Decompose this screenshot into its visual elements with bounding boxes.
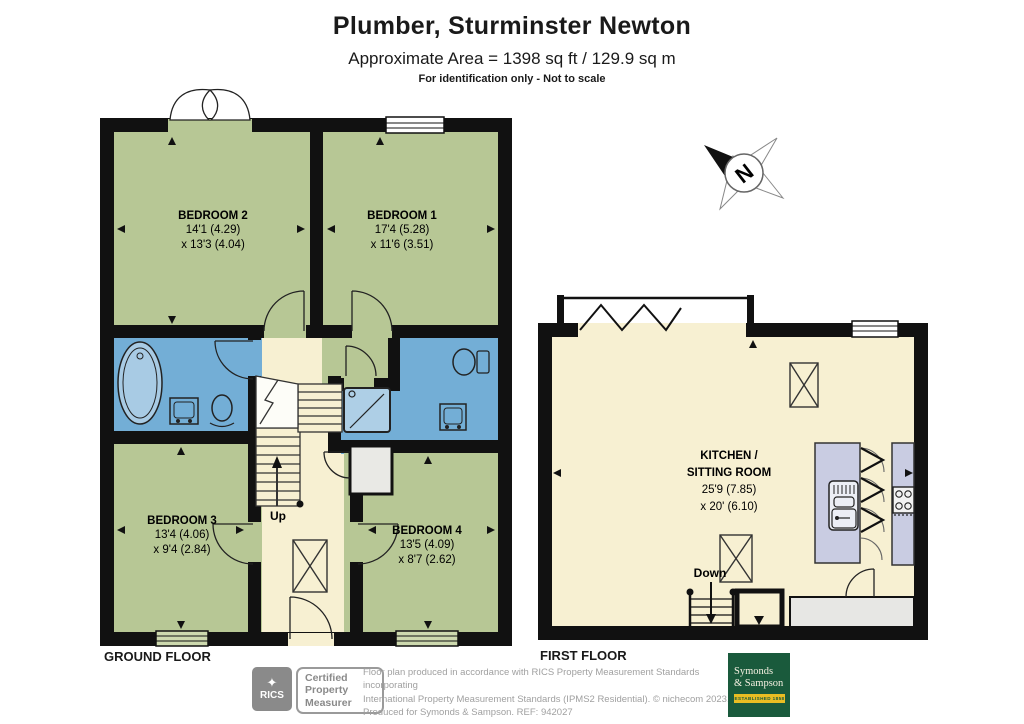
bathtub-icon (117, 341, 163, 425)
bedroom4-door-icon (357, 523, 399, 565)
ground-floor-label: GROUND FLOOR (104, 649, 211, 664)
disclaimer-line-3: Produced for Symonds & Sampson. REF: 942… (363, 706, 573, 718)
bedroom1-door-icon (351, 290, 393, 332)
agent-established-banner: ESTABLISHED 1858 (734, 694, 785, 704)
bedroom1-name: BEDROOM 1 (367, 210, 437, 222)
bedroom2-door-gap (264, 325, 306, 338)
bedroom3-dim-a: 13'4 (4.06) (155, 529, 210, 541)
bedroom4-dim-b: x 8'7 (2.62) (398, 554, 455, 566)
hob-icon (892, 486, 915, 516)
bedroom4-window-icon (395, 630, 459, 647)
bedroom1-door-gap (352, 325, 392, 338)
shower-toilet-icon (452, 348, 490, 376)
shower-cubicle-icon (343, 387, 391, 433)
disclaimer-line-2: International Property Measurement Stand… (363, 693, 730, 705)
cupboard-icon (323, 444, 394, 496)
bedroom3-name: BEDROOM 3 (147, 515, 217, 527)
kitchen-dim-a: 25'9 (7.85) (702, 484, 757, 496)
shower-door-icon (345, 345, 377, 377)
ground-floor-dimension-arrows (117, 137, 495, 629)
compass-circle (724, 153, 764, 193)
page-title: Plumber, Sturminster Newton (332, 12, 692, 40)
bedroom4-door-gap (350, 522, 363, 562)
bedroom2-dim-a: 14'1 (4.29) (186, 224, 241, 236)
bifold-balcony-icon (557, 295, 754, 332)
rics-logo: ✦ RICS (252, 667, 292, 711)
bedroom3-dim-b: x 9'4 (2.84) (153, 544, 210, 556)
bedroom4-dim-a: 13'5 (4.09) (400, 539, 455, 551)
front-door-gap (288, 633, 334, 646)
bedroom2-door-icon (263, 290, 305, 332)
first-floor-label: FIRST FLOOR (540, 648, 627, 663)
ground-floor-room-labels: BEDROOM 2 14'1 (4.29) x 13'3 (4.04) BEDR… (147, 210, 462, 566)
front-door-icon (289, 596, 333, 640)
first-floor-room-labels: KITCHEN / SITTING ROOM 25'9 (7.85) x 20'… (687, 450, 771, 513)
first-floor-dimension-arrows (553, 340, 913, 477)
bedroom1-dim-b: x 11'6 (3.51) (371, 239, 434, 251)
kitchen-counter-icon (891, 442, 915, 566)
stairs-up-icon (255, 375, 343, 508)
void-area (789, 568, 915, 628)
kitchen-island-icon (814, 442, 886, 564)
hall-rooflight-icon (292, 539, 328, 593)
kitchen-dim-b: x 20' (6.10) (700, 501, 757, 513)
kitchen-name-a: KITCHEN / (700, 450, 758, 462)
bathroom-basin-icon (169, 397, 199, 425)
footer-disclaimer: Floor plan produced in accordance with R… (363, 666, 735, 719)
first-floor-plan: Down KITCHEN / SITTING ROOM 25'9 (7.85) … (538, 295, 928, 640)
agent-name-line-2: & Sampson (734, 678, 784, 690)
bedroom2-fill (100, 118, 322, 337)
bedroom2-dim-b: x 13'3 (4.04) (181, 239, 245, 251)
void-door-icon (845, 568, 875, 598)
certified-property-measurer-badge: Certified Property Measurer (296, 667, 384, 715)
agent-name-line-1: Symonds (734, 666, 774, 677)
approximate-area: Approximate Area = 1398 sq ft / 129.9 sq… (348, 49, 676, 68)
bedroom3-door-icon (212, 523, 254, 565)
first-floor-window-icon (851, 320, 899, 338)
island-sink-icon (828, 480, 859, 531)
landing-dimension-arrow (754, 616, 764, 625)
bedroom3-door-gap (248, 522, 261, 562)
rics-brand-label: RICS (260, 690, 284, 701)
stairs-down-label: Down (694, 566, 727, 580)
bedroom4-name: BEDROOM 4 (392, 525, 462, 537)
cert-line-1: Certified (305, 672, 348, 684)
bedroom1-fill (310, 118, 512, 337)
rics-mark-icon: ✦ (266, 675, 278, 690)
identification-note: For identification only - Not to scale (418, 73, 606, 85)
compass-rose-icon: N (704, 137, 785, 211)
bedroom3-fill (100, 436, 262, 646)
bathroom-toilet-icon (209, 394, 235, 428)
rics-certification-badge: ✦ RICS Certified Property Measurer (252, 667, 384, 715)
rooflight-icon-1 (789, 362, 819, 408)
ground-floor-doors (212, 290, 399, 646)
kitchen-sitting-room-fill (538, 323, 928, 640)
bedroom1-dim-a: 17'4 (5.28) (375, 224, 430, 236)
rooflight-icon-2 (719, 534, 753, 583)
stairs-down-icon (686, 582, 737, 627)
bathroom-door-icon (214, 340, 254, 380)
disclaimer-line-1: Floor plan produced in accordance with R… (363, 667, 700, 692)
island-cupboard-doors-icon (859, 447, 886, 561)
bathroom-door-gap (248, 340, 261, 376)
ground-floor-windows (155, 116, 459, 647)
stairs-up-label: Up (270, 509, 286, 523)
bay-window-icon (168, 88, 252, 132)
symonds-sampson-logo: Symonds & Sampson ESTABLISHED 1858 (728, 653, 790, 717)
cert-line-2: Property (305, 684, 349, 697)
shower-room-fill (394, 332, 498, 454)
cert-line-3: Measurer (305, 696, 352, 709)
bedroom3-window-icon (155, 630, 209, 647)
bedroom1-window-icon (385, 116, 445, 134)
kitchen-name-b: SITTING ROOM (687, 467, 771, 479)
shower-basin-icon (439, 403, 467, 431)
bedroom2-name: BEDROOM 2 (178, 210, 248, 222)
ground-floor-plan: Up (100, 88, 512, 647)
